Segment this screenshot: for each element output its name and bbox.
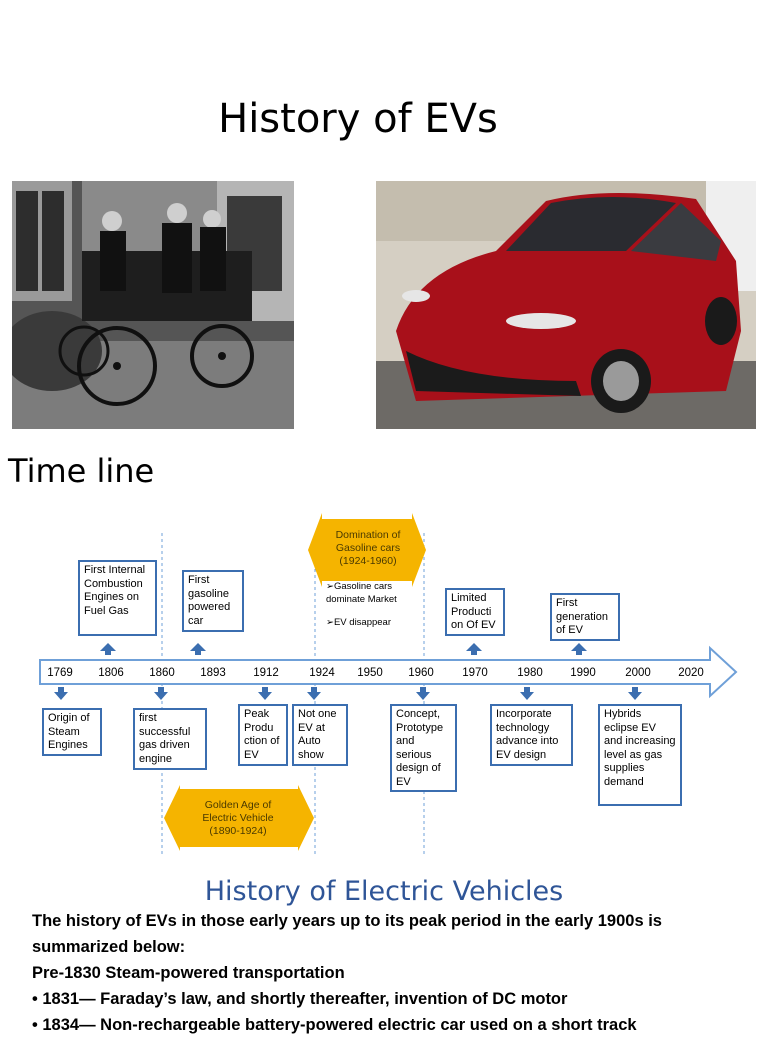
event-no-ev-auto-show: Not one EV at Auto show [292, 704, 348, 766]
event-first-gasoline-car: First gasoline powered car [182, 570, 244, 632]
paragraph-line: • 1831— Faraday’s law, and shortly there… [32, 990, 568, 1008]
paragraph-line: summarized below: [32, 938, 186, 956]
year-label: 1806 [98, 667, 124, 679]
event-technology-advance: Incorporate technology advance into EV d… [490, 704, 573, 766]
year-label: 2000 [625, 667, 651, 679]
paragraph-line: The history of EVs in those early years … [32, 912, 662, 930]
year-label: 1960 [408, 667, 434, 679]
year-label: 1990 [570, 667, 596, 679]
paragraph-line: • 1834— Non-rechargeable battery-powered… [32, 1016, 637, 1034]
note-ev-disappear: ➢EV disappear [326, 617, 392, 628]
year-label: 2020 [678, 667, 704, 679]
year-label: 1924 [309, 667, 335, 679]
gasoline-domination-label: Domination of Gasoline cars (1924-1960) [335, 529, 401, 567]
event-steam-engines: Origin of Steam Engines [42, 708, 102, 756]
event-peak-production: Peak Produ ction of EV [238, 704, 288, 766]
note-text: Gasoline cars dominate Market [326, 581, 397, 605]
event-first-generation: First generation of EV [550, 593, 620, 641]
note-text: EV disappear [333, 617, 392, 628]
year-label: 1860 [149, 667, 175, 679]
golden-age-label: Golden Age of Electric Vehicle (1890-192… [202, 799, 274, 837]
note-gasoline-dominate: ➢Gasoline cars dominate Market [326, 581, 397, 605]
year-label: 1769 [47, 667, 73, 679]
modern-ev-photo [376, 181, 756, 429]
section-title: History of Electric Vehicles [204, 876, 564, 907]
event-gas-engine: first successful gas driven engine [133, 708, 207, 770]
year-label: 1893 [200, 667, 226, 679]
event-first-ice: First Internal Combustion Engines on Fue… [78, 560, 157, 636]
timeline-heading: Time line [8, 452, 155, 490]
page-title: History of EVs [218, 96, 498, 142]
timeline-guides [39, 513, 738, 855]
timeline-diagram: 1769 1806 1860 1893 1912 1924 1950 1960 … [0, 505, 768, 865]
event-hybrids-eclipse: Hybrids eclipse EV and increasing level … [598, 704, 682, 806]
event-concept-prototype: Concept, Prototype and serious design of… [390, 704, 457, 792]
year-label: 1912 [253, 667, 279, 679]
year-label: 1950 [357, 667, 383, 679]
event-limited-production: Limited Producti on Of EV [445, 588, 505, 636]
paragraph-line: Pre-1830 Steam-powered transportation [32, 964, 345, 982]
year-label: 1970 [462, 667, 488, 679]
early-ev-photo [12, 181, 294, 429]
year-label: 1980 [517, 667, 543, 679]
